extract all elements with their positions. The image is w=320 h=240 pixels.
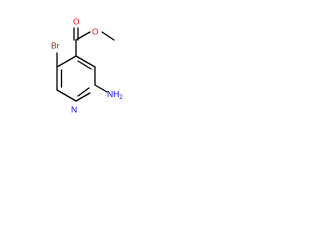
atom-br-label: Br bbox=[51, 40, 60, 50]
atom-o-ester-label: O bbox=[92, 26, 99, 36]
bond-c3-c2 bbox=[75, 55, 96, 68]
atom-n-ring-label: N bbox=[71, 104, 77, 114]
bond-c6-c5 bbox=[56, 89, 77, 102]
molecule-structure: Br O O N NH2 bbox=[51, 16, 123, 114]
bond-c-o-ester bbox=[75, 31, 91, 41]
atom-o-carbonyl-label: O bbox=[73, 16, 80, 26]
bond-c4-c3 bbox=[56, 55, 77, 68]
bond-c3-c2-inner bbox=[77, 60, 92, 70]
structure-canvas: Br O O N NH2 bbox=[0, 0, 152, 152]
atom-nh-text: NH bbox=[107, 89, 119, 99]
atom-nh2-label: NH2 bbox=[107, 89, 123, 100]
bond-o-methyl bbox=[101, 31, 115, 41]
bond-c2-n-amine bbox=[94, 84, 108, 93]
bond-n1-c6 bbox=[75, 92, 91, 102]
bond-n1-c6-inner bbox=[77, 87, 90, 97]
atom-nh2-subscript: 2 bbox=[119, 95, 123, 101]
